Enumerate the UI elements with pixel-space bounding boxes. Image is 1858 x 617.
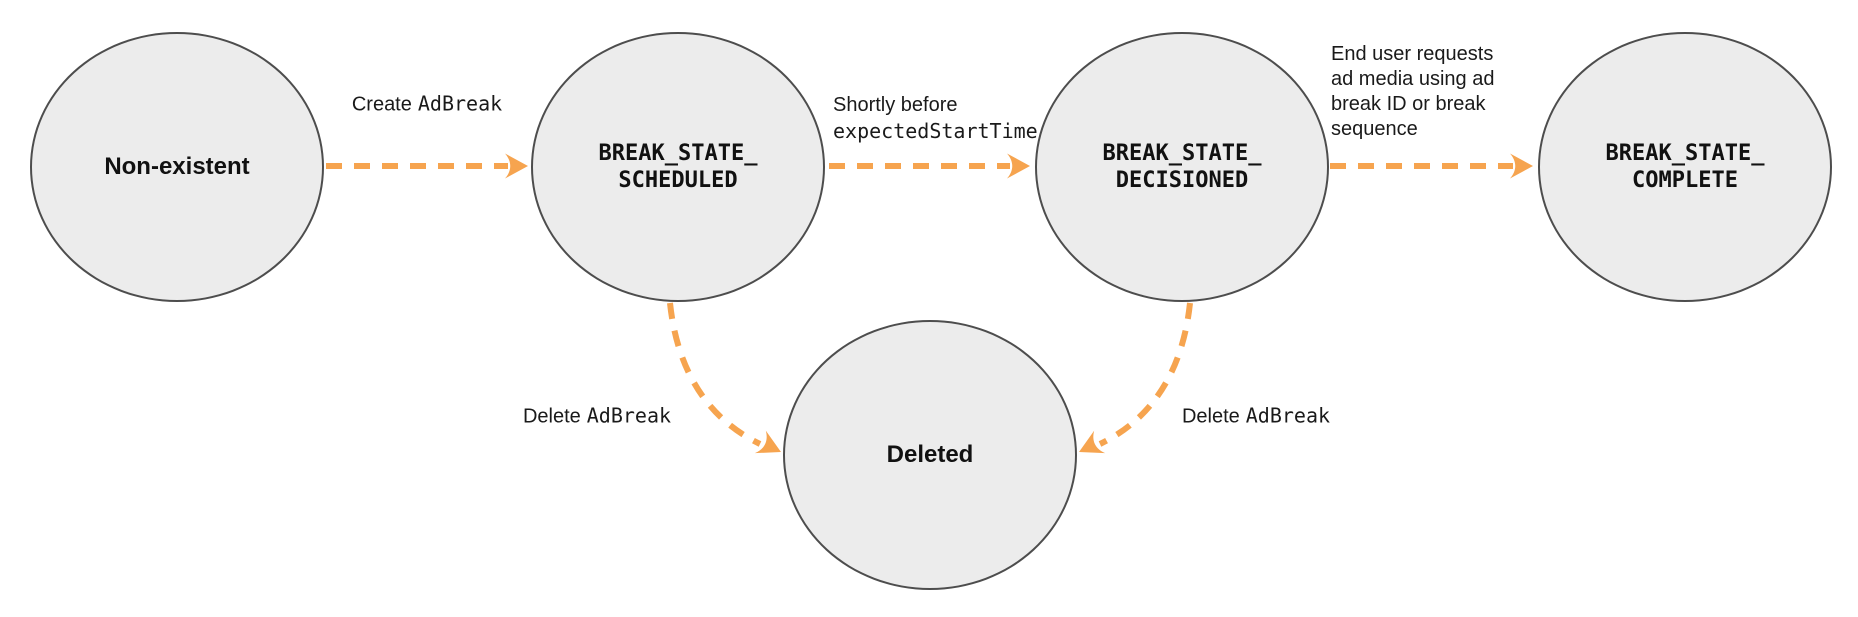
edge-label-shortly-before-line2: expectedStartTime (833, 119, 1038, 143)
edge-label-create-adbreak: Create AdBreak (352, 91, 502, 118)
edge-label-shortly-before: Shortly before expectedStartTime (833, 92, 1038, 144)
edge-label-delete-right-sans: Delete (1181, 405, 1240, 428)
node-non-existent: Non-existent (30, 32, 324, 302)
edge-label-end-user-requests: End user requests ad media using ad brea… (1331, 42, 1561, 142)
node-break-state-scheduled: BREAK_STATE_ SCHEDULED (531, 32, 825, 302)
node-deleted: Deleted (783, 320, 1077, 590)
node-decisioned-label-line2: DECISIONED (1115, 168, 1249, 193)
edge-delete-left-line (667, 302, 762, 447)
edge-label-delete-right-mono: AdBreak (1245, 403, 1331, 428)
arrowhead-to-complete-icon (1510, 153, 1533, 179)
edge-label-end-user-line1: End user requests (1331, 43, 1494, 65)
edge-label-delete-left-sans: Delete (522, 405, 581, 428)
edge-label-create-adbreak-sans: Create (351, 93, 412, 116)
edge-label-delete-left-mono: AdBreak (586, 403, 672, 428)
edge-label-delete-adbreak-right: Delete AdBreak (1182, 403, 1330, 430)
arrowhead-to-deleted-right-icon (1079, 430, 1106, 454)
edge-label-end-user-line4: sequence (1331, 118, 1418, 140)
edge-label-end-user-line3: break ID or break (1331, 93, 1486, 115)
edge-delete-right-line (1098, 302, 1193, 447)
edge-label-create-adbreak-mono: AdBreak (417, 91, 503, 116)
node-break-state-decisioned: BREAK_STATE_ DECISIONED (1035, 32, 1329, 302)
node-decisioned-label-line1: BREAK_STATE_ (1102, 141, 1262, 166)
arrowhead-to-deleted-left-icon (754, 430, 781, 454)
node-break-state-complete: BREAK_STATE_ COMPLETE (1538, 32, 1832, 302)
node-complete-label-line1: BREAK_STATE_ (1605, 141, 1765, 166)
node-complete-label-line2: COMPLETE (1632, 168, 1738, 193)
node-scheduled-label-line1: BREAK_STATE_ (598, 141, 758, 166)
edge-label-shortly-before-line1: Shortly before (833, 94, 958, 116)
arrowhead-to-scheduled-icon (505, 153, 528, 179)
node-non-existent-label: Non-existent (104, 153, 250, 180)
node-deleted-label: Deleted (886, 441, 974, 468)
edge-label-delete-adbreak-left: Delete AdBreak (523, 403, 671, 430)
arrowhead-to-decisioned-icon (1007, 153, 1030, 179)
edge-label-end-user-line2: ad media using ad (1331, 68, 1495, 90)
node-scheduled-label-line2: SCHEDULED (618, 168, 738, 193)
